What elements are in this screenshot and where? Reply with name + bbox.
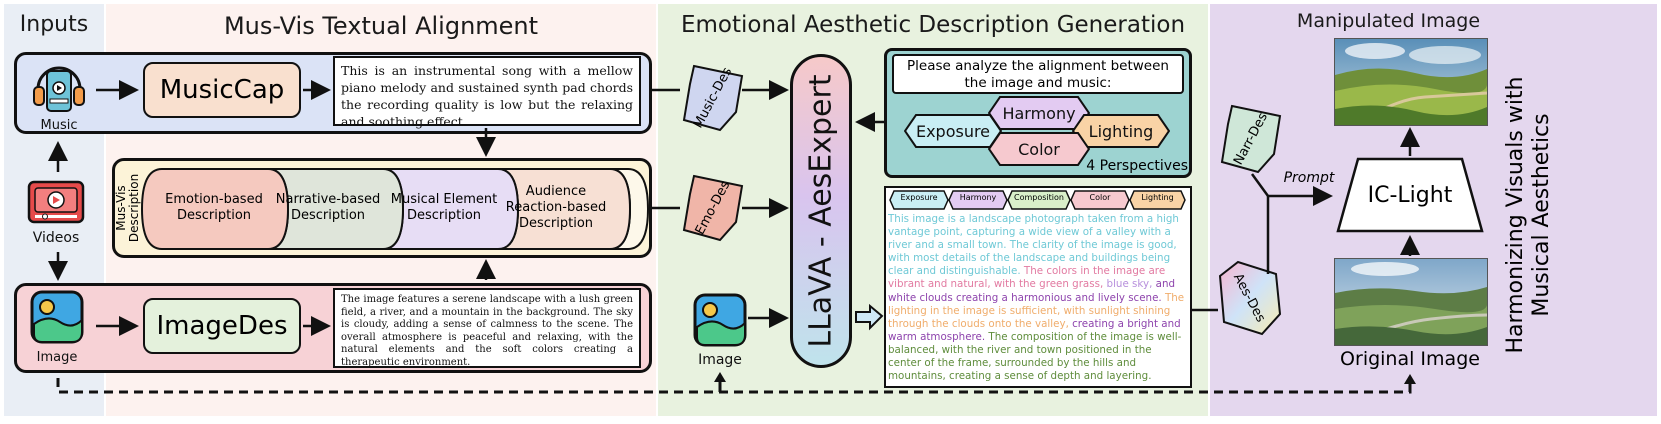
aesthetic-description-box <box>884 186 1192 388</box>
aes-tab-lighting: Lighting <box>1141 193 1174 202</box>
imagedes-label: ImageDes <box>156 311 288 341</box>
emotional-title: Emotional Aesthetic Description Generati… <box>680 12 1186 38</box>
emotion-description: Emotion-based Description <box>165 192 263 223</box>
textual-alignment-title: Mus-Vis Textual Alignment <box>223 12 539 40</box>
videos-label: Videos <box>32 230 80 246</box>
perspective-lighting: Lighting <box>1072 114 1170 148</box>
image-caption-text: The image features a serene landscape wi… <box>333 288 641 368</box>
inputs-title: Inputs <box>19 12 89 37</box>
perspectives-count: 4 Perspectives <box>1086 158 1188 174</box>
headphones-icon <box>30 55 88 115</box>
perspective-harmony: Harmony <box>988 96 1090 130</box>
image-icon <box>30 290 84 344</box>
narr-des-tag: Narr-Des <box>1218 100 1284 178</box>
aes-des-tag: Aes-Des <box>1216 258 1282 338</box>
musvis-description-label: Mus-Vis Description <box>114 173 141 243</box>
original-image-label: Original Image <box>1340 348 1480 370</box>
image-label: Image <box>36 350 78 365</box>
imagedes-box: ImageDes <box>143 298 301 354</box>
aes-tab-row: Exposure Harmony Composition Color Light… <box>889 190 1187 210</box>
prompt-label: Prompt <box>1283 170 1335 186</box>
manipulated-image <box>1334 38 1488 126</box>
aes-tab-color: Color <box>1089 193 1111 202</box>
side-title-line1: Harmonizing Visuals with <box>1503 76 1528 354</box>
analyze-question: Please analyze the alignment between the… <box>892 54 1184 94</box>
audience-reaction-description: Audience Reaction-based Description <box>505 184 607 231</box>
middle-image-icon <box>693 293 747 347</box>
aes-tab-composition: Composition <box>1014 193 1064 202</box>
ic-light-module: IC-Light <box>1336 157 1484 233</box>
aes-tab-exposure: Exposure <box>900 193 938 202</box>
aes-sentence-exposure: This image is a landscape photograph tak… <box>888 213 1179 278</box>
narrative-description: Narrative-based Description <box>275 192 381 223</box>
manipulated-title: Manipulated Image <box>1296 10 1481 32</box>
side-title: Harmonizing Visuals with Musical Aesthet… <box>1498 30 1560 400</box>
music-des-tag: Music-Des <box>680 60 746 136</box>
musiccap-label: MusicCap <box>159 75 285 105</box>
aes-sentence-harmony: and white clouds creating a harmonious a… <box>888 278 1176 304</box>
aes-sentence-lighting: The lighting in the image is sufficient,… <box>888 291 1185 330</box>
llava-aesexpert-model: LLaVA - AesExpert <box>790 54 852 368</box>
music-label: Music <box>40 118 78 133</box>
aesthetic-paragraph: This image is a landscape photograph tak… <box>888 213 1188 385</box>
music-caption-text: This is an instrumental song with a mell… <box>333 56 641 129</box>
musiccap-box: MusicCap <box>143 62 301 118</box>
aes-tab-harmony: Harmony <box>959 193 997 202</box>
musical-element-description: Musical Element Description <box>390 192 498 223</box>
side-title-line2: Musical Aesthetics <box>1529 113 1554 317</box>
original-image <box>1334 258 1488 346</box>
aes-sentence-atmosphere: creating a bright and warm atmosphere. <box>888 317 1181 343</box>
aes-sentence-color: The colors in the image are vibrant and … <box>888 265 1166 291</box>
middle-image-label: Image <box>698 352 742 368</box>
aes-sentence-sky: blue sky, <box>1106 278 1153 291</box>
perspective-color: Color <box>988 132 1090 166</box>
description-cylinders: Emotion-based Description Narrative-base… <box>140 166 650 252</box>
video-icon <box>27 180 85 226</box>
emo-des-tag: Emo-Des <box>680 170 746 246</box>
